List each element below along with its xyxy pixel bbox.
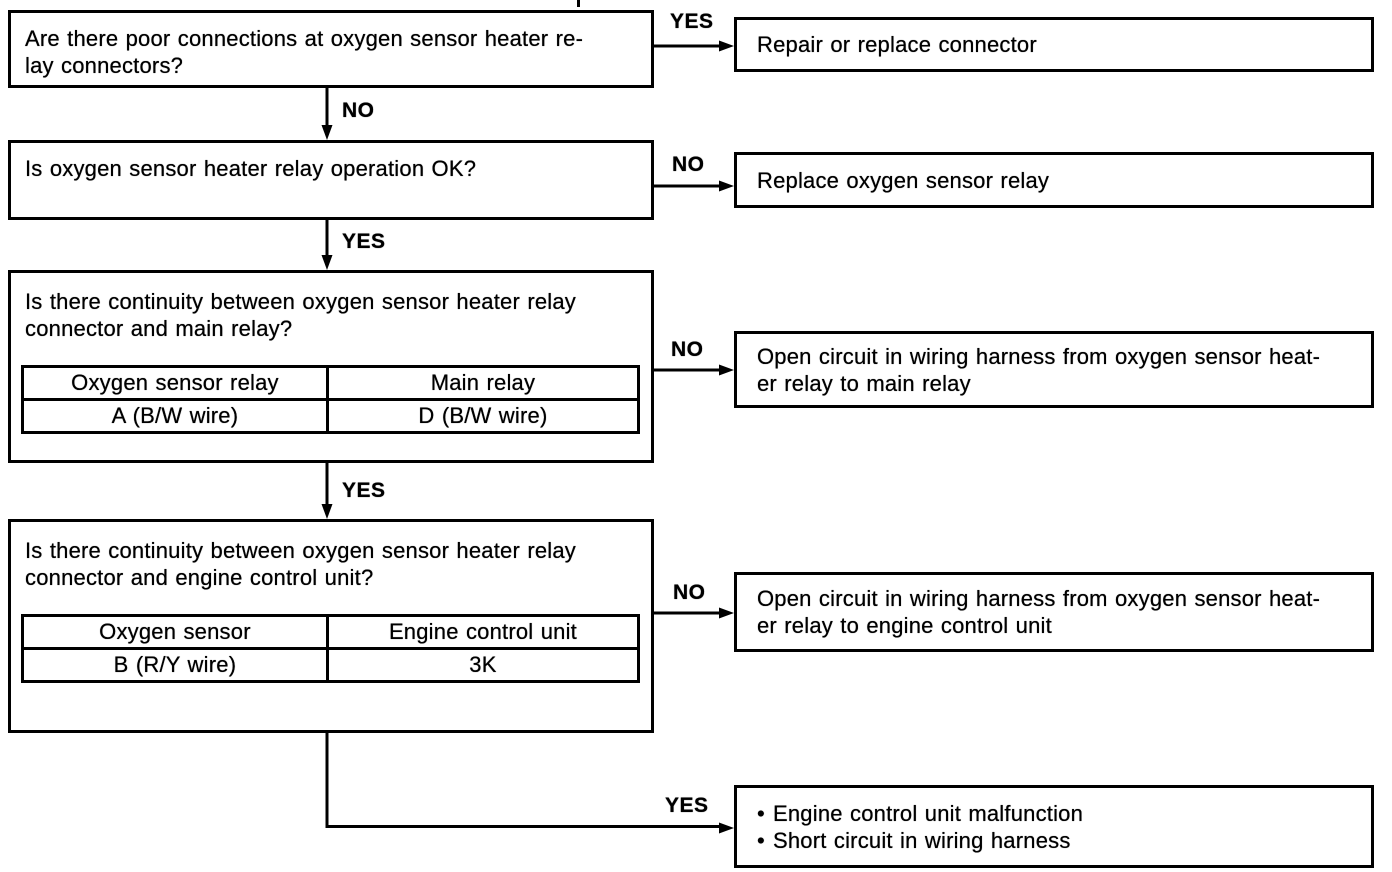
table-cell: B (R/Y wire)	[21, 647, 329, 683]
table-row: B (R/Y wire) 3K	[21, 647, 641, 683]
scan-artifact	[577, 0, 580, 7]
branch-label-no-4: NO	[673, 581, 706, 604]
arrowhead-right-icon	[719, 822, 734, 834]
table-header-row: Oxygen sensor relay Main relay	[21, 365, 641, 401]
table-header-cell: Engine control unit	[325, 614, 641, 650]
decision-box-poor-connections: Are there poor connections at oxygen sen…	[8, 10, 654, 88]
decision-box-continuity-main-relay: Is there continuity between oxygen senso…	[8, 270, 654, 463]
table-cell: 3K	[325, 647, 641, 683]
list-item: • Engine control unit malfunction	[757, 800, 1083, 827]
decision-text: Is oxygen sensor heater relay operation …	[25, 156, 477, 181]
result-box-repair-connector: Repair or replace connector	[734, 17, 1374, 72]
decision-text: Is there continuity between oxygen senso…	[25, 289, 576, 341]
arrowhead-down-icon	[321, 125, 333, 140]
table-row: A (B/W wire) D (B/W wire)	[21, 398, 641, 434]
result-text: Replace oxygen sensor relay	[757, 167, 1050, 193]
result-text: Open circuit in wiring harness from oxyg…	[757, 343, 1321, 396]
table-header-row: Oxygen sensor Engine control unit	[21, 614, 641, 650]
decision-text: Is there continuity between oxygen senso…	[25, 538, 576, 590]
decision-box-continuity-ecu: Is there continuity between oxygen senso…	[8, 519, 654, 733]
branch-label-yes-4: YES	[665, 794, 709, 817]
branch-label-no-3: NO	[671, 338, 704, 361]
table-header-cell: Oxygen sensor	[21, 614, 329, 650]
result-bullet-list: • Engine control unit malfunction • Short …	[757, 800, 1083, 854]
arrowhead-down-icon	[321, 255, 333, 270]
continuity-table-main-relay: Oxygen sensor relay Main relay A (B/W wi…	[21, 365, 641, 434]
decision-box-relay-operation: Is oxygen sensor heater relay operation …	[8, 140, 654, 220]
result-text: Short circuit in wiring harness	[773, 827, 1071, 853]
table-cell: A (B/W wire)	[21, 398, 329, 434]
branch-label-no-1: NO	[342, 99, 375, 122]
bullet-icon: •	[757, 827, 765, 853]
result-box-ecu-malfunction: • Engine control unit malfunction • Short …	[734, 785, 1374, 868]
branch-label-yes-3: YES	[342, 479, 386, 502]
table-header-cell: Main relay	[325, 365, 641, 401]
arrowhead-right-icon	[719, 40, 734, 52]
table-cell: D (B/W wire)	[325, 398, 641, 434]
arrowhead-down-icon	[321, 504, 333, 519]
branch-label-yes-1: YES	[670, 10, 714, 33]
arrowhead-right-icon	[719, 364, 734, 376]
branch-label-no-2: NO	[672, 153, 705, 176]
result-box-open-circuit-ecu: Open circuit in wiring harness from oxyg…	[734, 572, 1374, 652]
bullet-icon: •	[757, 800, 765, 826]
result-text: Open circuit in wiring harness from oxyg…	[757, 586, 1321, 638]
table-header-cell: Oxygen sensor relay	[21, 365, 329, 401]
result-text: Engine control unit malfunction	[773, 800, 1084, 826]
branch-label-yes-2: YES	[342, 230, 386, 253]
result-box-replace-relay: Replace oxygen sensor relay	[734, 152, 1374, 208]
connector-q4-r5	[325, 733, 723, 828]
result-box-open-circuit-main-relay: Open circuit in wiring harness from oxyg…	[734, 331, 1374, 408]
result-text: Repair or replace connector	[757, 32, 1037, 57]
arrowhead-right-icon	[719, 607, 734, 619]
continuity-table-ecu: Oxygen sensor Engine control unit B (R/Y…	[21, 614, 641, 683]
decision-text: Are there poor connections at oxygen sen…	[25, 26, 584, 78]
list-item: • Short circuit in wiring harness	[757, 827, 1083, 854]
arrowhead-right-icon	[719, 180, 734, 192]
